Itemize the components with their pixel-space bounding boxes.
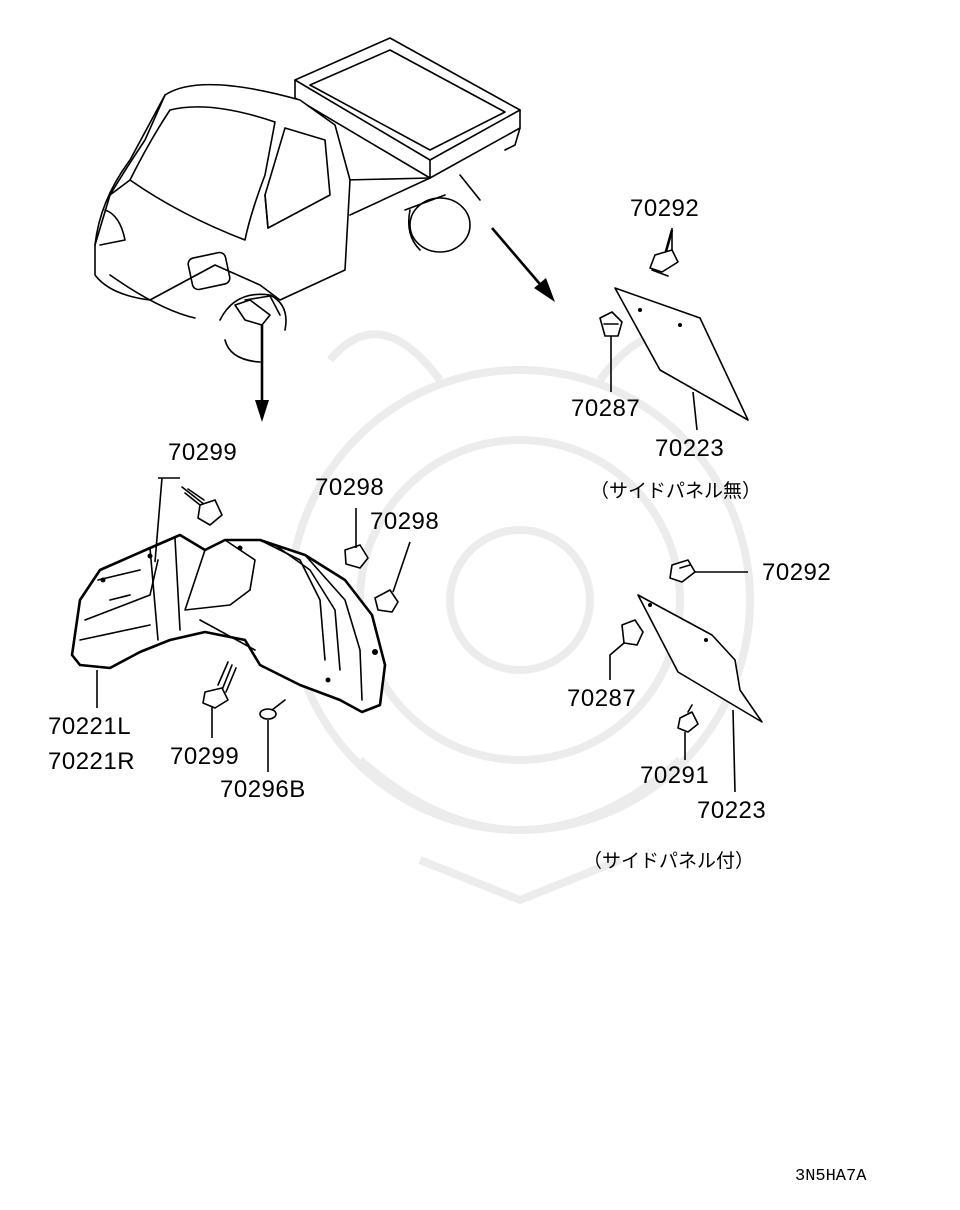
label-70292-side: 70292 [762, 559, 831, 586]
clip-70298-a-icon [344, 544, 369, 569]
label-70221l: 70221L [48, 713, 131, 740]
arrow-to-liner [255, 325, 269, 422]
label-70299-bottom: 70299 [170, 743, 239, 770]
bolt-70299-top-icon [181, 486, 223, 526]
bolt-70292-top-icon [649, 229, 679, 277]
bolt-70299-bottom-icon [202, 661, 237, 709]
note-with-side-panel: （サイドパネル付） [583, 850, 754, 872]
label-70298-b: 70298 [370, 508, 439, 535]
clip-70291-icon [677, 704, 699, 733]
label-70292-top: 70292 [630, 195, 699, 222]
note-without-side-panel: （サイドパネル無） [590, 480, 761, 502]
truck-illustration [94, 37, 521, 363]
label-70299-top: 70299 [168, 439, 237, 466]
label-70223-lower: 70223 [697, 797, 766, 824]
diagram-code: 3N5HA7A [795, 1167, 867, 1186]
label-70291: 70291 [640, 762, 709, 789]
clip-70287-lower-icon [621, 619, 644, 646]
screw-70296b-icon [259, 699, 286, 720]
label-70298-a: 70298 [315, 474, 384, 501]
arrow-to-side-panel [491, 227, 555, 302]
label-70296b: 70296B [220, 776, 306, 803]
panel-70223-lower [637, 594, 763, 723]
panel-70223-upper [614, 287, 749, 421]
label-70221r: 70221R [48, 748, 135, 775]
bolt-70292-side-icon [669, 559, 696, 583]
label-70287-lower: 70287 [567, 685, 636, 712]
inner-fender-liner [70, 533, 387, 714]
clip-70298-b-icon [374, 589, 399, 613]
label-70287-upper: 70287 [571, 395, 640, 422]
clip-70287-upper-icon [599, 311, 623, 337]
label-70223-upper: 70223 [655, 435, 724, 462]
